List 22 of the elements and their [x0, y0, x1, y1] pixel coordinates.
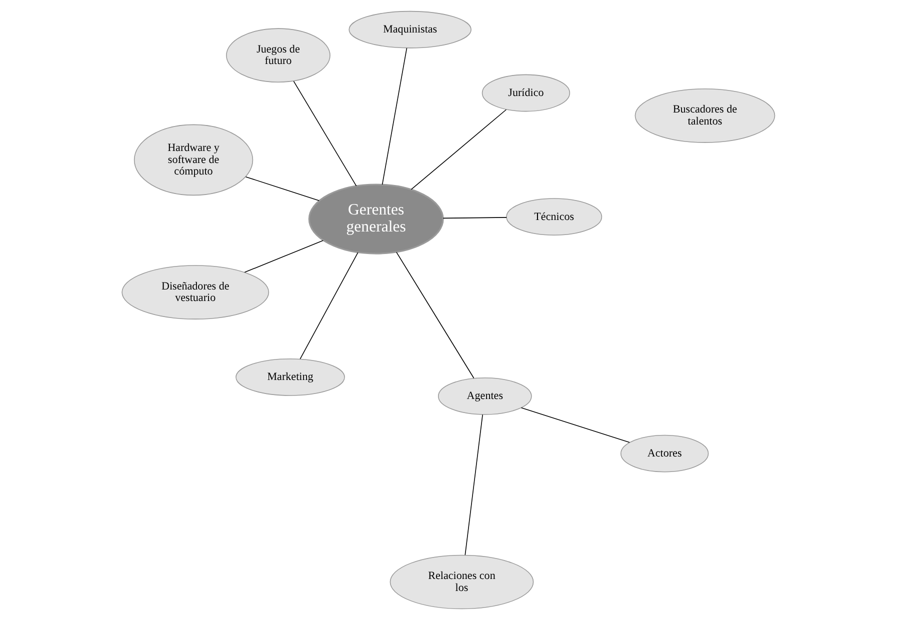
node-ellipse: Técnicos	[506, 198, 602, 236]
connector	[300, 252, 358, 360]
node-ellipse: Agentes	[438, 377, 532, 415]
node-ellipse: Actores	[620, 434, 709, 472]
connector	[396, 252, 474, 379]
connector	[293, 80, 357, 186]
connector	[442, 217, 507, 219]
node-ellipse: Maquinistas	[348, 10, 472, 48]
node-ellipse: Juegos de futuro	[226, 28, 330, 82]
node-ellipse: Jurídico	[482, 74, 570, 112]
connector	[520, 407, 630, 443]
node-ellipse: Hardware y software de cómputo	[134, 124, 254, 196]
connector	[244, 240, 324, 273]
connector	[464, 414, 483, 556]
connector	[382, 48, 408, 185]
connector	[410, 109, 507, 190]
node-ellipse: Marketing	[236, 358, 345, 396]
connector	[245, 176, 320, 201]
node-ellipse: Relaciones con los	[390, 554, 534, 610]
node-ellipse: Diseñadores de vestuario	[122, 265, 270, 320]
node-ellipse: Buscadores de talentos	[634, 88, 776, 143]
node-ellipse: Gerentes generales	[308, 184, 444, 254]
